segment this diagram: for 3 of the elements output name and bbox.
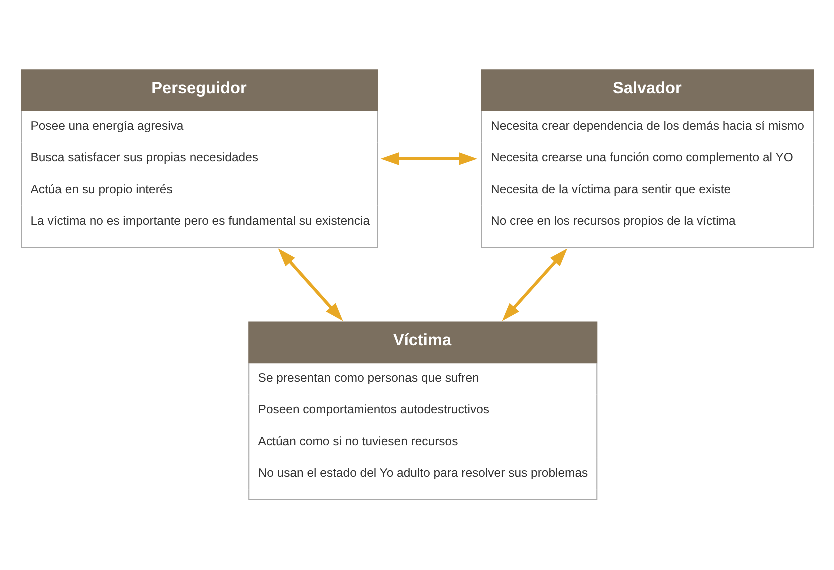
arrow bbox=[380, 152, 478, 166]
arrow bbox=[278, 248, 344, 322]
arrow bbox=[502, 248, 568, 322]
